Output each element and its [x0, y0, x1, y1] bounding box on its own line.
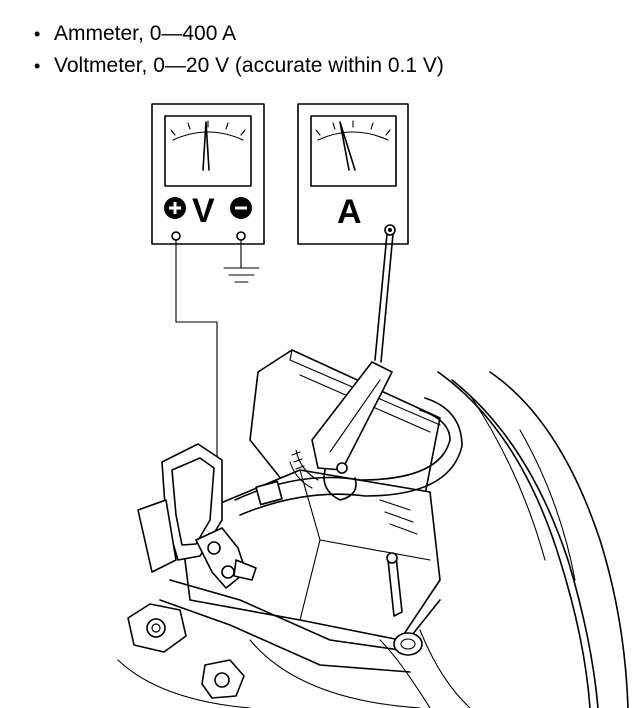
voltmeter-negative-jack: [236, 231, 246, 241]
bullet-icon: •: [34, 56, 41, 76]
minus-terminal-icon: [230, 197, 252, 219]
voltmeter: V: [151, 103, 265, 245]
ground-symbol-icon: [223, 239, 260, 283]
vehicle-engine-bay: [117, 349, 629, 708]
ammeter-lead: [374, 233, 388, 361]
battery-cable: [234, 409, 451, 501]
spec-ammeter: • Ammeter, 0—400 A: [34, 18, 444, 50]
voltmeter-needle: [202, 121, 210, 171]
voltmeter-letter: V: [192, 192, 215, 230]
bullet-icon: •: [34, 24, 41, 44]
meter-spec-list: • Ammeter, 0—400 A • Voltmeter, 0—20 V (ac…: [34, 18, 444, 82]
ammeter-needle: [339, 121, 356, 171]
spec-voltmeter-text: Voltmeter, 0—20 V (accurate within 0.1 V…: [54, 54, 444, 77]
plus-terminal-icon: [164, 197, 186, 219]
voltmeter-positive-lead: [175, 239, 218, 471]
spec-ammeter-text: Ammeter, 0—400 A: [54, 22, 237, 45]
voltmeter-positive-jack: [171, 231, 181, 241]
ammeter-letter: A: [337, 193, 362, 231]
ammeter: A: [297, 103, 409, 245]
spec-voltmeter: • Voltmeter, 0—20 V (accurate within 0.1 …: [34, 50, 444, 82]
inductive-clamp: [311, 361, 393, 471]
